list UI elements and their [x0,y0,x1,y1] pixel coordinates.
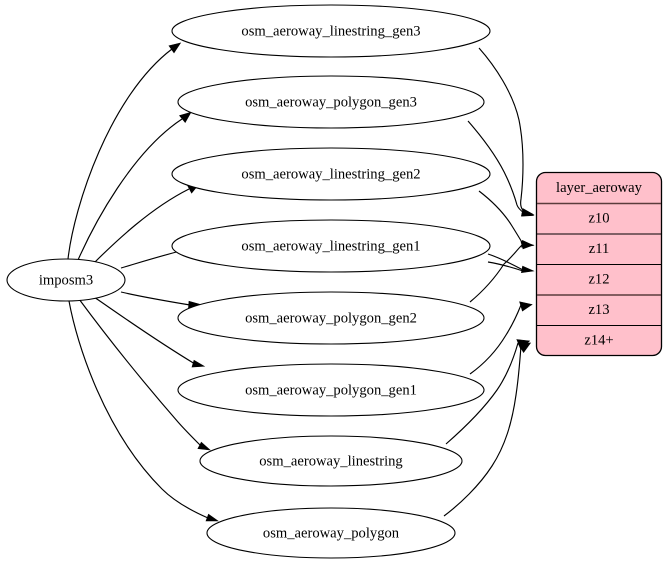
edge-imposm3-to-polygon-gen3 [77,111,192,261]
edge-linestring-gen1-to-z12-alt [487,261,524,272]
layer_aeroway-row-z11[interactable]: z11 [589,241,610,257]
node-osm_aeroway_polygon_gen3[interactable]: osm_aeroway_polygon_gen3 [177,75,485,129]
layer_aeroway-row-z13[interactable]: z13 [588,302,609,318]
edge-imposm3-to-polygon [68,300,219,522]
node-osm_aeroway_linestring_gen3-shape[interactable] [171,4,491,58]
node-osm_aeroway_linestring_gen2[interactable]: osm_aeroway_linestring_gen2 [171,147,491,201]
node-osm_aeroway_linestring_gen3[interactable]: osm_aeroway_linestring_gen3 [171,4,491,58]
edge-polygon-gen1-to-z13 [469,301,533,375]
node-osm_aeroway_polygon_gen3-shape[interactable] [177,75,485,129]
node-osm_aeroway_polygon-label: osm_aeroway_polygon [263,525,400,541]
node-osm_aeroway_linestring_gen1[interactable]: osm_aeroway_linestring_gen1 [171,219,491,273]
node-osm_aeroway_polygon_gen2-shape[interactable] [177,291,485,345]
edge-polygon-gen3-to-z10 [467,120,535,217]
node-osm_aeroway_polygon_gen1-shape[interactable] [177,363,485,417]
node-osm_aeroway_polygon-shape[interactable] [206,507,456,559]
node-osm_aeroway_linestring-shape[interactable] [199,435,463,487]
node-osm_aeroway_polygon_gen3-label: osm_aeroway_polygon_gen3 [245,94,417,110]
node-osm_aeroway_polygon_gen2-label: osm_aeroway_polygon_gen2 [245,310,417,326]
node-imposm3-shape[interactable] [6,258,126,302]
node-osm_aeroway_linestring_gen1-label: osm_aeroway_linestring_gen1 [241,238,420,254]
node-osm_aeroway_linestring_gen3-label: osm_aeroway_linestring_gen3 [241,23,420,39]
edge-linestring-gen2-to-z11 [478,190,535,248]
node-osm_aeroway_polygon_gen1-label: osm_aeroway_polygon_gen1 [245,382,417,398]
edge-polygon-to-z14 [443,342,532,517]
edge-polygon-gen2-to-z11 [469,241,535,303]
node-osm_aeroway_linestring_gen1-shape[interactable] [171,219,491,273]
node-osm_aeroway_polygon[interactable]: osm_aeroway_polygon [206,507,456,559]
layer_aeroway-row-z14plus[interactable]: z14+ [584,332,613,348]
edge-imposm3-to-polygon-gen1 [93,296,206,368]
node-layer_aeroway[interactable]: layer_aeroway z10 z11 z12 z13 z14+ [535,171,663,357]
edge-imposm3-to-polygon-gen2 [120,291,202,310]
node-osm_aeroway_linestring[interactable]: osm_aeroway_linestring [199,435,463,487]
node-osm_aeroway_linestring_gen2-label: osm_aeroway_linestring_gen2 [241,166,420,182]
node-osm_aeroway_polygon_gen2[interactable]: osm_aeroway_polygon_gen2 [177,291,485,345]
node-osm_aeroway_linestring_gen2-shape[interactable] [171,147,491,201]
node-imposm3[interactable]: imposm3 [6,258,126,302]
edge-linestring-gen1-to-z12 [487,253,535,273]
layer_aeroway-row-z12[interactable]: z12 [588,271,609,287]
edge-imposm3-to-linestring [78,298,211,451]
layer_aeroway-row-z10[interactable]: z10 [588,210,609,226]
node-imposm3-label: imposm3 [39,272,93,288]
edge-imposm3-to-linestring-gen3 [67,42,182,260]
edge-group-to-layer [443,47,535,517]
edge-linestring-gen3-to-z10 [478,47,535,216]
node-osm_aeroway_polygon_gen1[interactable]: osm_aeroway_polygon_gen1 [177,363,485,417]
node-osm_aeroway_linestring-label: osm_aeroway_linestring [259,453,403,469]
layer_aeroway-row-header: layer_aeroway [556,180,643,196]
